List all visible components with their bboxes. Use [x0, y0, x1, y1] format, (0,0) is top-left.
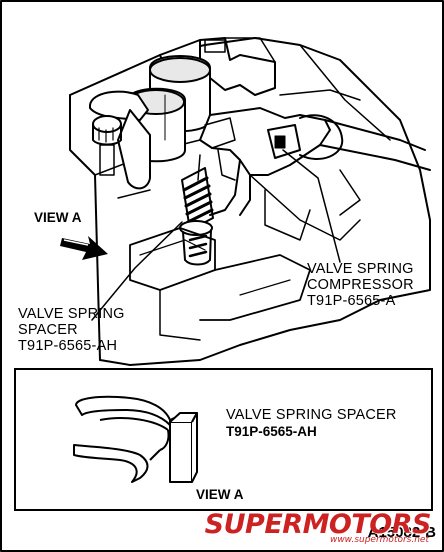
spacer-part-number: T91P-6565-AH	[18, 338, 118, 354]
compressor-label-line1: VALVE SPRING	[307, 261, 414, 277]
valve-spring	[179, 167, 214, 266]
supermotors-watermark: SUPERMOTORS www.supermotors.net	[205, 511, 441, 549]
spring-compressor	[197, 107, 431, 216]
figure-code: A15082-B	[367, 524, 436, 541]
watermark-url: www.supermotors.net	[329, 535, 429, 545]
head-outline	[69, 37, 431, 366]
cam-cap	[199, 37, 276, 96]
spacer-label-line1: VALVE SPRING	[18, 306, 125, 322]
view-a-label-top: VIEW A	[34, 210, 82, 225]
view-a-label-bottom: VIEW A	[196, 487, 244, 502]
detail-view-box	[14, 368, 433, 511]
watermark-brand: SUPERMOTORS	[204, 509, 432, 540]
compressor-part-number: T91P-6565-A	[307, 293, 396, 309]
spacer-leader	[91, 221, 183, 321]
rocker-arm	[89, 90, 149, 121]
spacer-label-line2: SPACER	[18, 322, 78, 338]
compressor-leader	[282, 149, 341, 263]
detail-title: VALVE SPRING SPACER	[226, 407, 397, 423]
compressor-label-line2: COMPRESSOR	[307, 277, 414, 293]
spacer-tool	[73, 395, 198, 483]
detail-part-number: T91P-6565-AH	[226, 424, 317, 439]
view-a-arrow	[60, 236, 108, 260]
